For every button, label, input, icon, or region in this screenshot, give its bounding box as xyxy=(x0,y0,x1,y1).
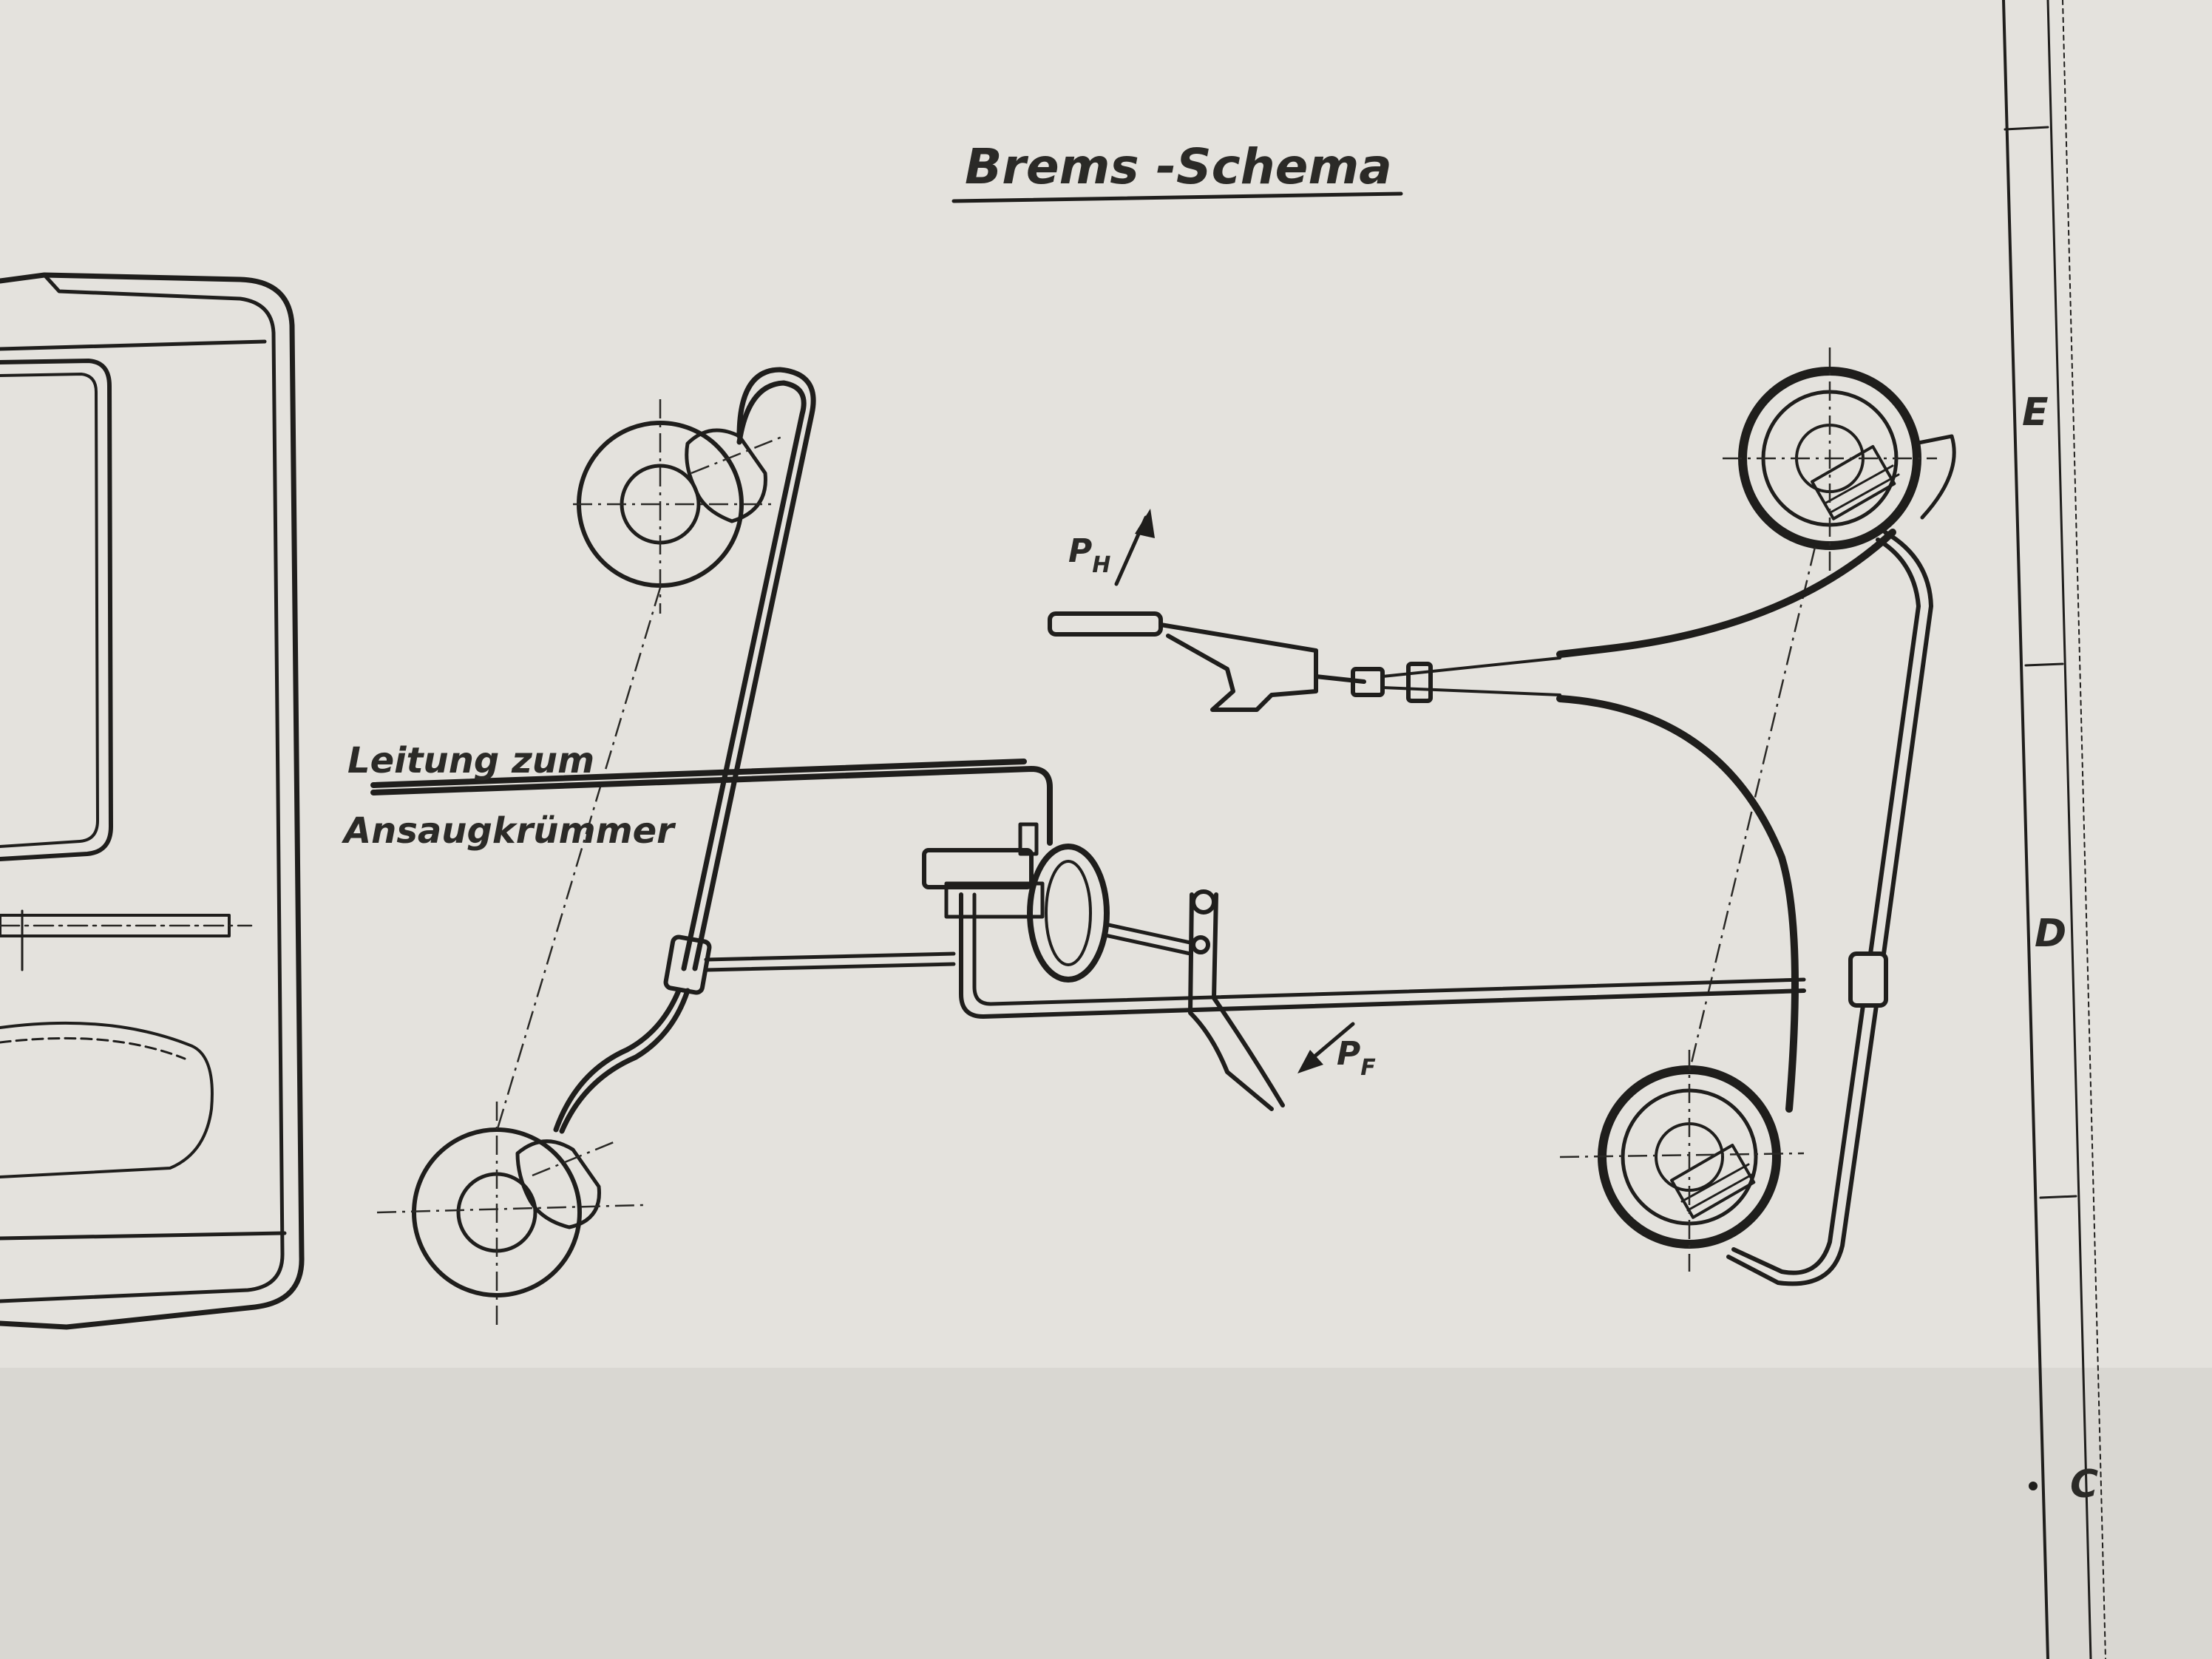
label-vacuum-line-2: Ansaugkrümmer xyxy=(341,810,676,852)
foot-force-label: PF xyxy=(1337,1035,1376,1081)
master-cylinder-servo xyxy=(922,822,1806,1019)
right-axis-line xyxy=(1688,546,1816,1073)
vehicle-body-outline xyxy=(0,272,305,1330)
paper-shadow xyxy=(0,1368,2212,1659)
left-brake-line xyxy=(553,367,816,1134)
sheet-border xyxy=(2002,0,2106,1659)
right-brake-line xyxy=(1726,530,1933,1286)
title-underline xyxy=(951,191,1403,203)
margin-letter-c: C xyxy=(2070,1462,2098,1507)
front-left-wheel xyxy=(573,399,784,614)
brake-pedal xyxy=(1188,889,1285,1111)
front-right-wheel xyxy=(1723,347,1956,577)
left-axis-line xyxy=(495,587,662,1132)
left-t-fitting xyxy=(663,934,712,995)
rear-left-wheel xyxy=(376,1102,644,1331)
diagram-title: Brems -Schema xyxy=(965,138,1392,195)
vacuum-line xyxy=(370,759,1053,846)
margin-letter-d: D xyxy=(2035,912,2066,956)
hand-force-label: PH xyxy=(1068,532,1110,578)
handbrake-cables xyxy=(1381,529,1896,1113)
right-t-fitting xyxy=(1848,951,1888,1008)
hand-force-arrow: PH xyxy=(1068,509,1155,586)
cross-brake-line-upper xyxy=(704,951,956,972)
margin-letter-e: E xyxy=(2022,390,2049,435)
label-vacuum-line-1: Leitung zum xyxy=(347,740,594,781)
foot-force-arrow: PF xyxy=(1297,1022,1376,1081)
handbrake-lever xyxy=(1048,611,1433,712)
margin-dot xyxy=(2029,1482,2038,1490)
